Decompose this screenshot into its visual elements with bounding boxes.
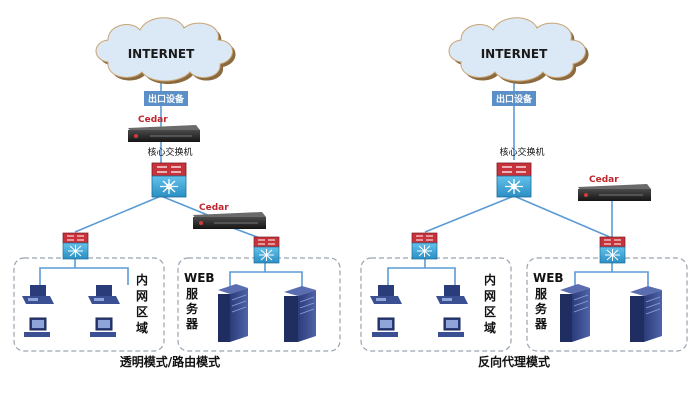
pc-icon	[24, 317, 50, 337]
zone-label-char: WEB	[184, 271, 215, 285]
access-switch-icon	[62, 232, 89, 260]
web-server-zone	[177, 257, 341, 352]
intranet-zone-label: 内 网 区 域	[136, 272, 148, 335]
access-switch-icon	[411, 232, 438, 260]
exit-device-label: 出口设备	[148, 93, 185, 105]
workstation-icon	[22, 285, 54, 304]
cedar-label: Cedar	[589, 175, 619, 185]
internet-label: INTERNET	[481, 47, 548, 61]
web-zone-label: WEB 服 务 器	[184, 271, 215, 331]
link-line	[387, 267, 456, 285]
internet-cloud: INTERNET	[448, 17, 589, 84]
cedar-appliance-proxy: Cedar	[578, 175, 651, 201]
link-line	[424, 195, 515, 233]
cedar-appliance-inline: Cedar	[128, 115, 200, 142]
zone-label-char: 内	[136, 272, 148, 287]
cedar-label: Cedar	[138, 115, 168, 125]
pc-icon	[438, 317, 464, 337]
exit-device-label: 出口设备	[496, 93, 533, 105]
core-switch-label: 核心交换机	[147, 146, 192, 158]
link-line	[513, 195, 613, 239]
web-zone-label: WEB 服 务 器	[533, 271, 564, 331]
diagram-caption: 反向代理模式	[478, 354, 550, 369]
web-server-zone	[526, 257, 688, 352]
zone-label-char: 器	[534, 317, 548, 331]
internet-label: INTERNET	[128, 47, 195, 61]
workstation-icon	[88, 285, 120, 304]
link-line	[39, 267, 129, 285]
server-tower-icon	[560, 284, 590, 342]
zone-label-char: 服	[535, 286, 548, 301]
zone-label-char: 网	[484, 289, 496, 303]
zone-label-char: 域	[484, 320, 496, 335]
link-line	[160, 195, 216, 219]
workstation-icon	[436, 285, 468, 304]
pc-icon	[372, 317, 398, 337]
link-line	[74, 195, 162, 233]
server-tower-icon	[630, 286, 662, 342]
zone-label-char: 服	[186, 286, 199, 301]
diagram-caption: 透明模式/路由模式	[120, 354, 220, 369]
link-line	[574, 271, 649, 290]
core-switch-label: 核心交换机	[499, 146, 544, 158]
zone-label-char: 区	[136, 305, 148, 319]
core-switch-icon	[151, 162, 187, 198]
cedar-label: Cedar	[199, 203, 229, 213]
diagram-reverse-proxy-mode: INTERNET 出口设备 核心交换机 Cedar	[360, 17, 688, 369]
zone-label-char: 器	[185, 317, 199, 331]
exit-device-tag: 出口设备	[492, 91, 536, 106]
zone-label-char: 务	[186, 301, 199, 316]
zone-label-char: 务	[535, 301, 548, 316]
zone-label-char: WEB	[533, 271, 564, 285]
core-switch-icon	[496, 162, 532, 198]
zone-label-char: 域	[136, 320, 148, 335]
intranet-zone	[13, 257, 165, 352]
zone-label-char: 网	[136, 289, 148, 303]
zone-label-char: 区	[484, 305, 496, 319]
pc-icon	[90, 317, 116, 337]
zone-label-char: 内	[484, 272, 496, 287]
server-tower-icon	[284, 286, 316, 342]
workstation-icon	[370, 285, 402, 304]
link-line	[229, 271, 303, 290]
cedar-appliance-bypass: Cedar	[193, 203, 266, 229]
intranet-zone-label: 内 网 区 域	[484, 272, 496, 335]
diagram-transparent-mode: INTERNET 出口设备 Cedar 核心交换机 Cedar	[13, 17, 341, 369]
access-switch-icon	[599, 236, 626, 264]
server-tower-icon	[218, 284, 248, 342]
exit-device-tag: 出口设备	[144, 91, 188, 106]
access-switch-icon	[253, 236, 280, 264]
internet-cloud: INTERNET	[95, 17, 236, 84]
